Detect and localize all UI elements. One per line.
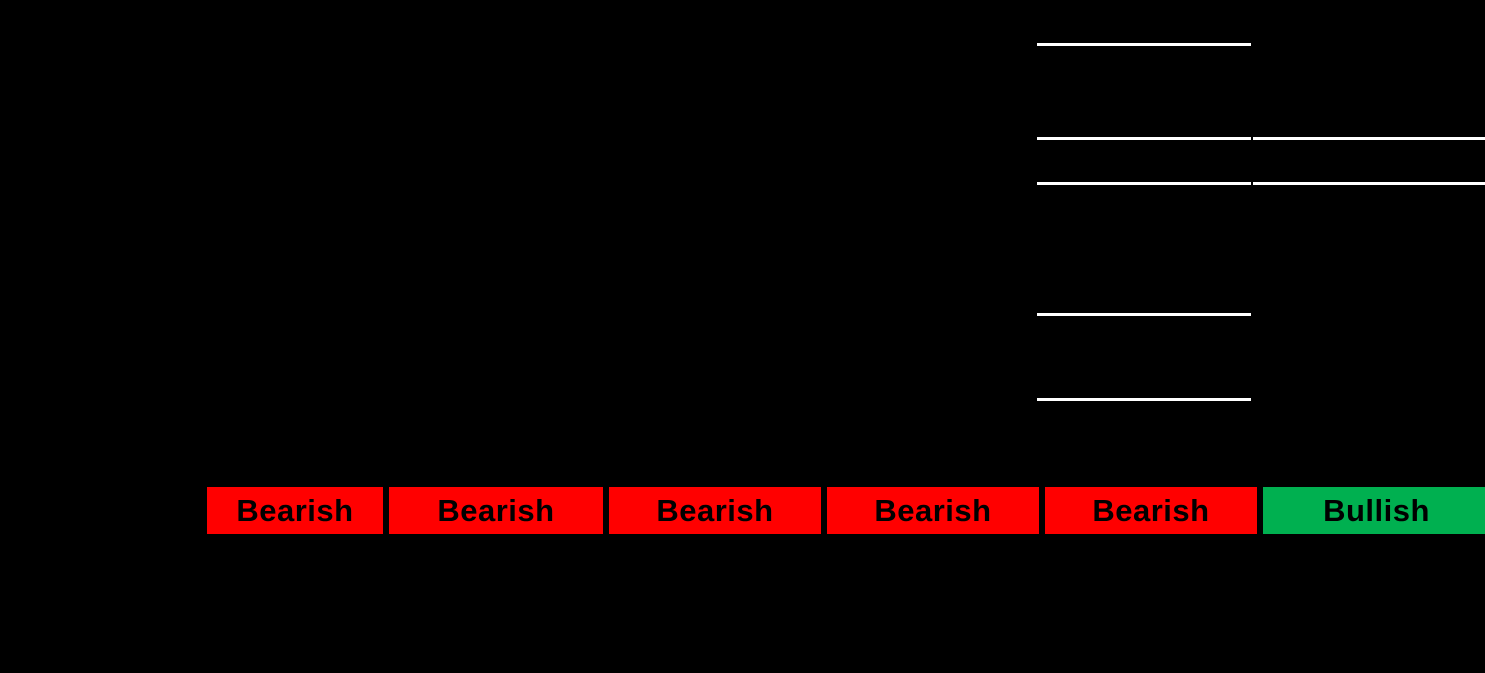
sentiment-cell-label: Bullish (1323, 493, 1430, 528)
sentiment-cell-bearish: Bearish (609, 487, 821, 534)
rule-mark (1037, 398, 1251, 401)
sentiment-cell-label: Bearish (874, 493, 992, 528)
rule-mark (1253, 137, 1485, 140)
sentiment-cell-label: Bearish (437, 493, 555, 528)
sentiment-cell-bearish: Bearish (207, 487, 383, 534)
sentiment-cell-label: Bearish (236, 493, 354, 528)
sentiment-cell-bearish: Bearish (827, 487, 1039, 534)
rule-mark (1037, 137, 1251, 140)
sentiment-cell-label: Bearish (1092, 493, 1210, 528)
rule-mark (1253, 182, 1485, 185)
sentiment-cell-bullish: Bullish (1263, 487, 1485, 534)
sentiment-cell-bearish: Bearish (389, 487, 603, 534)
rule-mark (1037, 43, 1251, 46)
sentiment-cell-label: Bearish (656, 493, 774, 528)
rule-mark (1037, 182, 1251, 185)
rule-mark (1037, 313, 1251, 316)
sentiment-strip: Bearish Bearish Bearish Bearish Bearish Bulli… (207, 487, 1485, 534)
sentiment-cell-bearish: Bearish (1045, 487, 1257, 534)
